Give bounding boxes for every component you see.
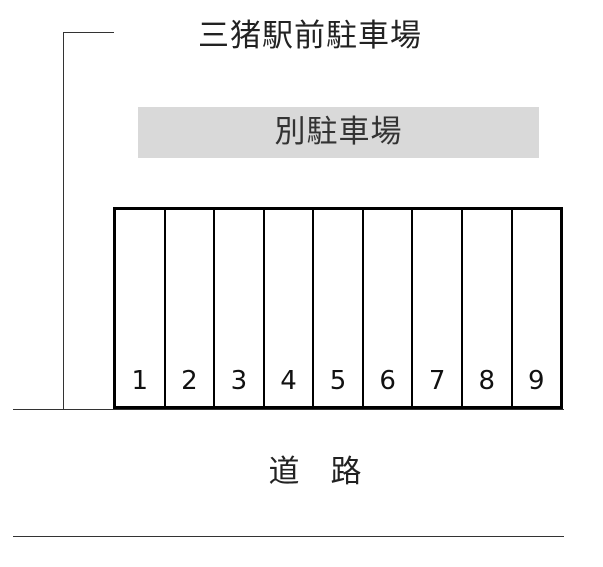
site-boundary-left-line bbox=[63, 32, 64, 410]
main-lot-title: 三猪駅前駐車場 bbox=[198, 18, 422, 54]
site-boundary-top-line bbox=[63, 32, 114, 33]
parking-space: 6 bbox=[364, 210, 414, 406]
annex-lot-label: 別駐車場 bbox=[274, 114, 403, 150]
parking-space-number: 1 bbox=[131, 366, 149, 396]
annex-lot-banner: 別駐車場 bbox=[138, 107, 539, 158]
parking-space-number: 2 bbox=[181, 366, 198, 396]
parking-space-number: 5 bbox=[329, 366, 347, 396]
parking-space: 1 bbox=[116, 210, 166, 406]
road-label: 道 路 bbox=[268, 454, 362, 490]
parking-space-number: 9 bbox=[528, 366, 545, 396]
road-edge-bottom-line bbox=[13, 536, 564, 537]
parking-space: 4 bbox=[265, 210, 315, 406]
parking-space: 5 bbox=[314, 210, 364, 406]
parking-space: 2 bbox=[166, 210, 216, 406]
parking-space: 7 bbox=[413, 210, 463, 406]
parking-space-number: 3 bbox=[230, 366, 248, 396]
parking-space: 3 bbox=[215, 210, 265, 406]
parking-lot: 1 2 3 4 5 6 7 8 9 bbox=[113, 207, 563, 409]
road-edge-top-line bbox=[13, 409, 564, 410]
parking-space-number: 7 bbox=[428, 366, 446, 396]
parking-space: 8 bbox=[463, 210, 513, 406]
parking-space-number: 6 bbox=[379, 366, 396, 396]
parking-space-number: 8 bbox=[478, 366, 495, 396]
parking-space-number: 4 bbox=[280, 366, 297, 396]
parking-space: 9 bbox=[513, 210, 561, 406]
